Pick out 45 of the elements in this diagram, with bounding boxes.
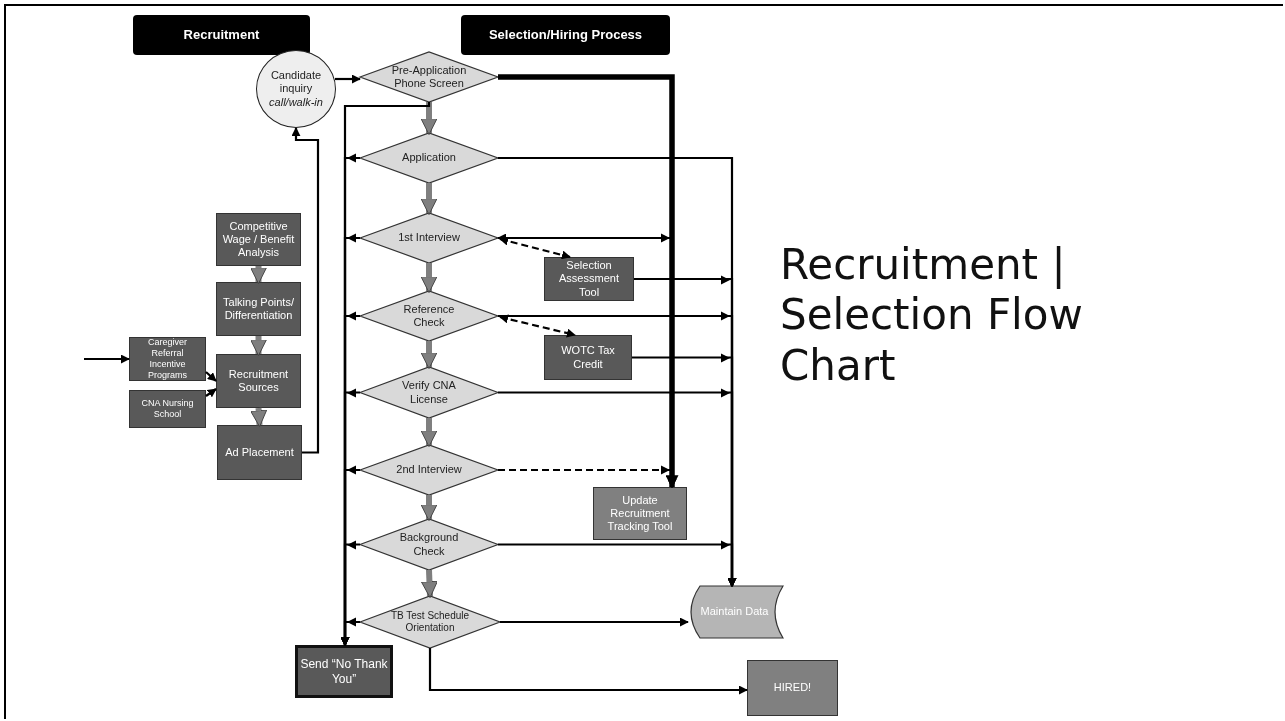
node-label: Selection/Hiring Process (488, 27, 643, 43)
node-label: Selection Assessment Tool (558, 259, 620, 299)
process-box (747, 660, 838, 716)
process-box (593, 487, 687, 540)
decision-diamond (360, 213, 498, 263)
decision-diamond (360, 291, 498, 341)
process-box (295, 645, 393, 698)
node-label: Update Recruitment Tracking Tool (606, 493, 674, 534)
node-label: Caregiver Referral Incentive Programs (147, 337, 188, 381)
node-note: call/walk-in (269, 95, 323, 109)
node-label: Reference Check (402, 302, 456, 330)
node-label: Talking Points/ Differentiation (222, 295, 295, 323)
process-box (216, 213, 301, 266)
node-label: Maintain Data (700, 605, 769, 619)
decision-diamond (360, 367, 498, 418)
node-label: Ad Placement (225, 445, 294, 460)
process-box (217, 425, 302, 480)
node-label: Pre-Application Phone Screen (390, 63, 468, 91)
section-header (461, 15, 670, 55)
process-box (129, 390, 206, 428)
node-label: CNA Nursing School (140, 398, 195, 420)
node-label: HIRED! (773, 681, 812, 695)
node-label: Background Check (398, 531, 460, 558)
decision-diamond (360, 445, 498, 495)
node-label: Recruitment (183, 27, 260, 43)
process-box (216, 282, 301, 336)
process-box (129, 337, 206, 381)
node-label: Competitive Wage / Benefit Analysis (221, 219, 296, 260)
node-label: Send “No Thank You” (299, 657, 389, 686)
process-box (544, 257, 634, 301)
node-label: WOTC Tax Credit (560, 344, 616, 371)
process-box (544, 335, 632, 380)
decision-diamond (360, 519, 498, 570)
title: Recruitment | Selection Flow Chart (780, 240, 1084, 392)
node-label: Recruitment Sources (227, 367, 290, 395)
decision-diamond (360, 133, 498, 183)
decision-diamond (360, 596, 500, 648)
decision-diamond (360, 52, 498, 102)
process-box (216, 354, 301, 408)
node-label: Verify CNA License (401, 379, 457, 406)
node-label: 2nd Interview (396, 463, 462, 477)
section-header (133, 15, 310, 55)
node-label: Application (402, 151, 456, 165)
node-label: 1st Interview (398, 231, 460, 245)
node-label: TB Test Schedule Orientation (389, 610, 471, 634)
